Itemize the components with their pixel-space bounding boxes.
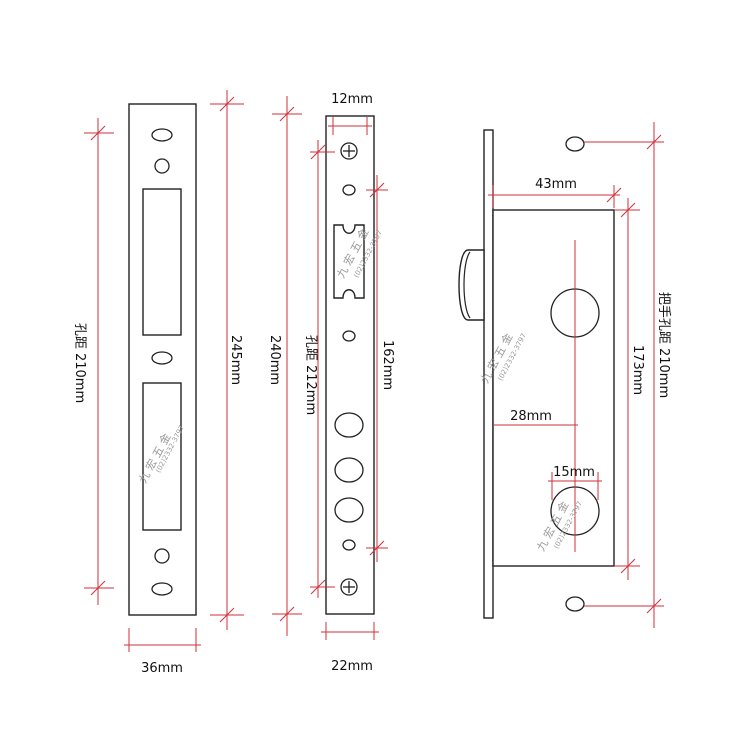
center-distance-dimension: 28mm [493,409,578,426]
strike-hole-spacing-dimension: 孔距 210mm [72,118,114,605]
strike-hole-spacing-label: 孔距 210mm [72,323,87,403]
faceplate-hole-spacing-dimension: 孔距 212mm [303,140,335,598]
strike-width-dimension: 36mm [124,628,201,676]
faceplate-span-label: 162mm [380,340,395,390]
handle-mount-hole-top [565,136,585,152]
cylinder-width-label: 15mm [553,465,595,480]
faceplate-width-label: 22mm [331,659,373,674]
latch-bolt [458,249,485,321]
center-distance-label: 28mm [510,409,552,424]
faceplate-body [325,115,375,615]
faceplate-hole-upper [342,184,356,196]
faceplate-span-dimension: 162mm [366,175,395,562]
strike-plate [128,103,197,616]
faceplate-top-width-dimension: 12mm [328,92,373,135]
faceplate-hole-spacing-label: 孔距 212mm [303,335,318,415]
strike-round-hole-bottom [154,548,170,564]
latch-opening [333,224,365,299]
strike-length-dimension: 245mm [210,90,244,630]
cylinder-width-dimension: 15mm [548,465,602,500]
lock-body [458,129,615,619]
bolt-hole-3 [334,497,364,523]
case-height-label: 173mm [630,345,645,395]
strike-latch-opening [142,188,182,336]
strike-width-label: 36mm [141,661,183,676]
strike-screw-hole-bottom [151,582,173,596]
case-height-dimension: 173mm [614,198,645,580]
handle-hole-spacing-dimension: 把手孔距 210mm [584,122,671,628]
faceplate-hole-lower [342,539,356,551]
strike-round-hole-top [154,158,170,174]
bolt-hole-1 [334,412,364,438]
faceplate-top-width-label: 12mm [331,92,373,107]
strike-screw-hole-middle [151,351,173,365]
strike-length-label: 245mm [228,335,243,385]
handle-hole-spacing-label: 把手孔距 210mm [656,292,671,398]
faceplate [325,115,375,615]
faceplate-length-dimension: 240mm [267,96,302,636]
faceplate-length-label: 240mm [267,335,282,385]
faceplate-width-dimension: 22mm [321,622,379,674]
phillips-screw-icon [340,578,358,596]
strike-screw-hole-top [151,128,173,142]
bolt-hole-2 [334,457,364,483]
strike-bolt-opening [142,382,182,531]
phillips-screw-icon [340,142,358,160]
faceplate-hole-middle [342,330,356,342]
backset-dimension: 43mm [488,177,622,208]
backset-label: 43mm [535,177,577,192]
handle-mount-hole-bottom [565,596,585,612]
